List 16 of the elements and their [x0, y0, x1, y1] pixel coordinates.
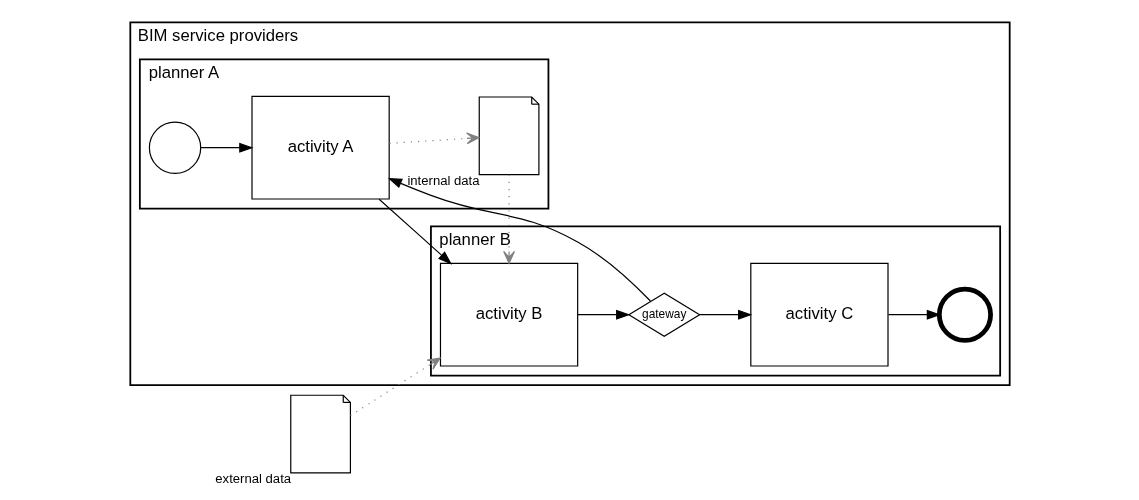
node-box: activity C — [749, 262, 889, 367]
arrow — [349, 357, 441, 417]
arrow — [388, 132, 479, 145]
arrow — [576, 309, 630, 320]
node-label: internal data — [406, 173, 480, 189]
node-box: activity B — [439, 262, 578, 367]
node-diamond: gateway — [627, 292, 701, 337]
node-circle — [148, 121, 201, 174]
arrow — [698, 309, 752, 320]
arrow — [387, 177, 651, 302]
node-circle — [936, 286, 993, 343]
node-label: external data — [214, 471, 291, 487]
arrow — [502, 174, 515, 264]
node-box: activity A — [250, 95, 390, 200]
arrow — [378, 198, 452, 265]
arrow — [199, 142, 254, 153]
